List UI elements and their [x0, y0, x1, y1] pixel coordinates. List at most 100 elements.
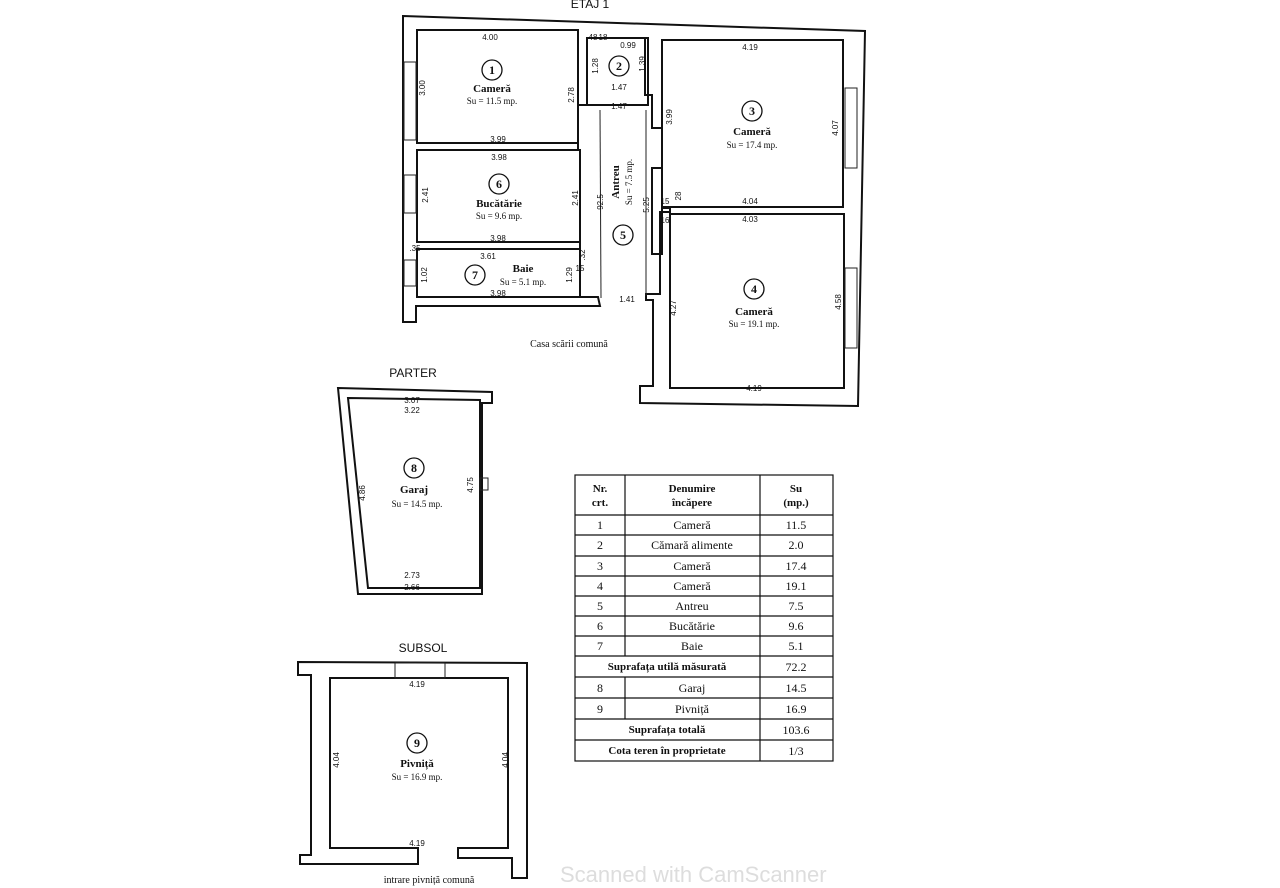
basement-wall	[297, 660, 528, 879]
room-number: 3	[749, 104, 755, 118]
row-nr: 8	[597, 681, 603, 695]
window	[403, 259, 417, 287]
dimension-label: 4.75	[466, 477, 475, 493]
dimension-label: 4.04	[501, 752, 510, 768]
dimension-label: 3.98	[490, 289, 506, 298]
dimension-label: 15	[576, 264, 585, 273]
dimension-label: 1.47	[611, 83, 627, 92]
room-number: 4	[751, 282, 757, 296]
row-nr: 2	[597, 538, 603, 552]
room-number-circle	[608, 55, 630, 77]
row-su: 16.9	[786, 702, 807, 716]
room-number-circle	[481, 59, 503, 81]
room-number: 7	[472, 268, 478, 282]
row-nr: 9	[597, 702, 603, 716]
row-su: 14.5	[786, 681, 807, 695]
room-number-circle	[464, 264, 486, 286]
room-number: 9	[414, 736, 420, 750]
dimension-label: 4.00	[482, 33, 498, 42]
dimension-label: 1.39	[638, 56, 647, 72]
room-name: Cameră	[735, 306, 773, 318]
row-name: Antreu	[675, 599, 708, 613]
dimension-label: 4.58	[834, 294, 843, 310]
row-name: Garaj	[679, 681, 706, 695]
row-name: Cameră	[673, 559, 711, 573]
dimension-label: 3.00	[418, 80, 427, 96]
room-number: 2	[616, 59, 622, 73]
total-value: 103.6	[783, 723, 810, 737]
dimension-label: 4.19	[409, 839, 425, 848]
window	[403, 61, 417, 141]
dimension-label: 3.07	[404, 396, 420, 405]
dimension-label: 4.19	[742, 43, 758, 52]
header-nr: Nr.	[593, 483, 608, 495]
dimension-label: 4.04	[332, 752, 341, 768]
room-number-circle	[741, 100, 763, 122]
dimension-label: 2.78	[567, 87, 576, 103]
dimension-line	[599, 109, 602, 299]
parter-plan: PARTER 3.07 3.22 4.86 4.75 2.73 2.66 8 G…	[336, 366, 493, 595]
dimension-label: 28	[674, 191, 683, 200]
etaj1-plan: ETAJ 1 4.00 3.00 2.78 3.99 3.98 2.41 2.4…	[402, 0, 867, 408]
dimension-label: 15	[661, 197, 670, 206]
entrance-note: intrare pivniță comună	[384, 875, 475, 886]
dimension-label: 1.02	[420, 267, 429, 283]
dimension-label: 4.07	[831, 120, 840, 136]
room-name: Bucătărie	[476, 198, 522, 210]
row-nr: 7	[597, 639, 603, 653]
dimension-label: 92.5	[596, 194, 605, 210]
dimension-label: 4.27	[669, 300, 678, 316]
scanner-watermark: Scanned with CamScanner	[560, 862, 827, 887]
room-number-circle	[743, 278, 765, 300]
row-su: 11.5	[786, 518, 807, 532]
window	[844, 87, 858, 169]
row-nr: 5	[597, 599, 603, 613]
row-name: Bucătărie	[669, 619, 715, 633]
subsol-title: SUBSOL	[399, 641, 448, 655]
row-nr: 3	[597, 559, 603, 573]
cota-label: Cota teren în proprietate	[608, 745, 725, 757]
room-1-outline	[416, 29, 579, 144]
window	[403, 174, 417, 214]
header-name: încăpere	[671, 497, 712, 509]
dimension-label: 2.66	[404, 583, 420, 592]
parter-title: PARTER	[389, 366, 437, 380]
table-grid	[575, 475, 833, 761]
dimension-label: 16	[661, 216, 670, 225]
row-name: Pivniță	[675, 702, 710, 716]
room-area: Su = 9.6 mp.	[476, 211, 522, 221]
room-number-circle	[403, 457, 425, 479]
room-area: Su = 19.1 mp.	[729, 319, 780, 329]
header-name: Denumire	[669, 483, 716, 495]
dimension-label: 1.28	[591, 58, 600, 74]
row-name: Cămară alimente	[651, 538, 733, 552]
room-3-outline	[661, 39, 844, 208]
dimension-label: 4.86	[358, 485, 367, 501]
row-su: 5.1	[789, 639, 804, 653]
room-name: Cameră	[733, 126, 771, 138]
room-number: 8	[411, 461, 417, 475]
room-7-outline	[416, 248, 581, 298]
room-2-outline	[586, 37, 649, 106]
room-name: Antreu	[610, 165, 622, 198]
room-name: Garaj	[400, 484, 428, 496]
subtotal-label: Suprafața utilă măsurată	[608, 661, 727, 673]
room-number-circle	[406, 732, 428, 754]
row-su: 9.6	[789, 619, 804, 633]
row-su: 7.5	[789, 599, 804, 613]
room-name: Baie	[513, 263, 534, 275]
subsol-plan: SUBSOL 4.19 4.04 4.04 4.19 9 Pivniță Su …	[297, 641, 528, 886]
garage-door	[479, 477, 489, 491]
row-name: Cameră	[673, 518, 711, 532]
dimension-label: 4.03	[742, 215, 758, 224]
room-number: 6	[496, 177, 502, 191]
row-nr: 1	[597, 518, 603, 532]
dimension-label: .35	[409, 244, 421, 253]
dimension-label: 4.04	[742, 197, 758, 206]
dimension-label: 2.73	[404, 571, 420, 580]
dimension-label: 2.41	[421, 187, 430, 203]
outer-wall	[402, 14, 867, 408]
room-area: Su = 11.5 mp.	[467, 96, 518, 106]
row-nr: 4	[597, 579, 603, 593]
header-nr: crt.	[592, 497, 608, 509]
